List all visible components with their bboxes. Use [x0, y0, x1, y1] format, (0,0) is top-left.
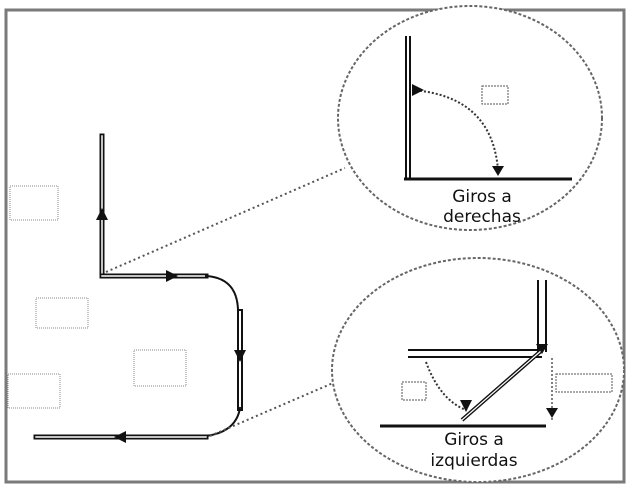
- angle-label-box: [481, 85, 509, 105]
- arrowhead-icon: [234, 350, 246, 362]
- illegible-labels: [7, 185, 187, 409]
- angle-label-box: [401, 381, 427, 401]
- left-turn-detail: Giros a izquierdas: [331, 257, 625, 483]
- arrowhead-icon: [114, 431, 126, 443]
- leader-lines: [105, 167, 346, 437]
- arrowhead-icon: [536, 344, 548, 354]
- right-turn-caption-line1: Giros a: [452, 187, 512, 207]
- left-turn-caption-line2: izquierdas: [430, 451, 517, 471]
- arrowhead-icon: [460, 400, 472, 412]
- right-turn-detail: Giros a derechas: [337, 5, 603, 231]
- arrowhead-icon: [546, 408, 558, 418]
- arrowhead-icon: [412, 84, 424, 96]
- main-route: [33, 133, 243, 440]
- left-turn-caption-line1: Giros a: [444, 430, 504, 450]
- route-markers: [96, 208, 246, 443]
- distance-label-box: [555, 373, 613, 393]
- arrowhead-icon: [492, 166, 504, 176]
- arrowhead-icon: [166, 270, 178, 282]
- arrowhead-icon: [96, 208, 108, 220]
- outer-frame: [4, 8, 626, 484]
- right-turn-circle: [337, 5, 603, 231]
- right-turn-caption-line2: derechas: [443, 207, 521, 227]
